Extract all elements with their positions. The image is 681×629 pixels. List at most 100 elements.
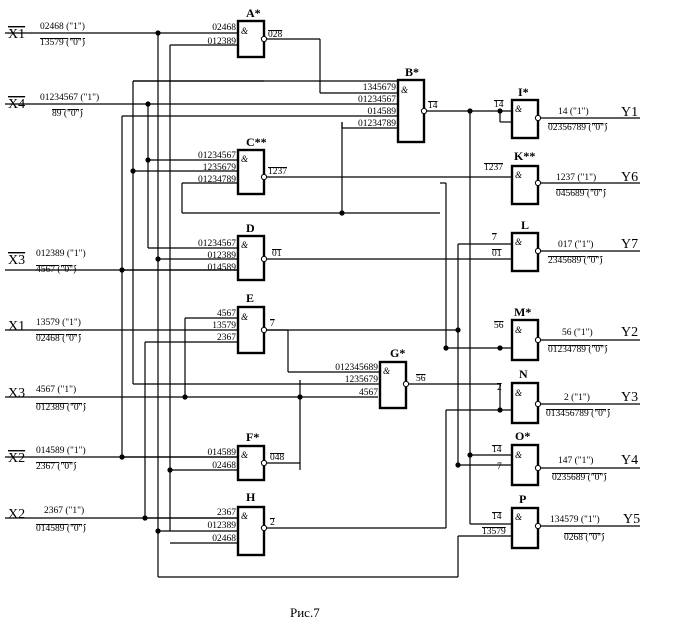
gate-i: & I* 14 bbox=[494, 85, 542, 140]
output-y6-bottom: 045689 ("0") bbox=[556, 188, 606, 199]
gate-f-in1: 014589 bbox=[208, 448, 237, 458]
gate-b-label: B* bbox=[405, 65, 419, 79]
gate-p: & P 14 13579 bbox=[482, 492, 542, 550]
gate-b-in4: 01234789 bbox=[358, 119, 396, 129]
gate-b-in1: 1345679 bbox=[363, 83, 397, 93]
wires bbox=[5, 32, 640, 578]
gate-d-symbol: & bbox=[241, 240, 248, 250]
gate-k-symbol: & bbox=[515, 170, 522, 180]
output-y1-top: 14 ("1") bbox=[558, 106, 589, 117]
gate-p-in1: 14 bbox=[492, 512, 502, 522]
gate-b: & B* 1345679 01234567 014589 01234789 14 bbox=[358, 65, 438, 144]
gate-e-out: 7 bbox=[270, 319, 275, 329]
output-y5-top: 134579 ("1") bbox=[550, 514, 600, 525]
gate-o-label: O* bbox=[515, 429, 530, 443]
gate-c-symbol: & bbox=[241, 154, 248, 164]
gate-g: & G* 012345689 1235679 4567 56 bbox=[335, 346, 426, 410]
gate-d-label: D bbox=[246, 221, 255, 235]
input-x2-top: 2367 ("1") bbox=[44, 505, 84, 516]
input-nx3-top: 012389 ("1") bbox=[36, 248, 86, 259]
input-nx2-top: 014589 ("1") bbox=[36, 445, 86, 456]
output-y5-name: Y5 bbox=[623, 512, 640, 527]
gate-d-in2: 012389 bbox=[208, 251, 237, 261]
gate-h-symbol: & bbox=[241, 511, 248, 521]
gate-h: & H 2367 012389 02468 2 bbox=[208, 490, 275, 557]
gate-c-label: C** bbox=[246, 135, 267, 149]
gate-i-symbol: & bbox=[515, 104, 522, 114]
gate-m-in1: 56 bbox=[494, 321, 504, 331]
input-nx2-bottom: 2367 ("0") bbox=[36, 461, 76, 472]
gate-o-symbol: & bbox=[515, 450, 522, 460]
input-nx1-name: X1 bbox=[8, 27, 25, 42]
gate-g-in3: 4567 bbox=[359, 388, 378, 398]
input-x3-top: 4567 ("1") bbox=[36, 384, 76, 395]
gate-n-label: N bbox=[519, 367, 528, 381]
gate-h-in2: 012389 bbox=[208, 521, 237, 531]
gate-b-out: 14 bbox=[428, 101, 438, 111]
gate-f-out: 048 bbox=[270, 453, 285, 463]
gate-o: & O* 14 7 bbox=[492, 429, 542, 487]
output-y1-name: Y1 bbox=[621, 105, 638, 120]
input-x3-name: X3 bbox=[8, 386, 25, 401]
gate-a: & A* 02468 012389 028 bbox=[208, 6, 283, 59]
gate-g-out: 56 bbox=[416, 374, 426, 384]
gate-e-in3: 2367 bbox=[217, 333, 236, 343]
gate-n-symbol: & bbox=[515, 388, 522, 398]
gate-l-symbol: & bbox=[515, 237, 522, 247]
input-nx4-name: X4 bbox=[8, 97, 25, 112]
gate-l-in2: 01 bbox=[492, 249, 502, 259]
gate-i-in1: 14 bbox=[494, 100, 504, 110]
gate-f-in2: 02468 bbox=[212, 461, 236, 471]
input-nx2-name: X2 bbox=[8, 451, 25, 466]
output-y4-bottom: 0235689 ("0") bbox=[552, 472, 606, 483]
input-nx4-top: 01234567 ("1") bbox=[40, 92, 99, 103]
gate-k-in1: 1237 bbox=[484, 163, 503, 173]
gate-d: & D 01234567 012389 014589 01 bbox=[198, 221, 282, 282]
gate-g-label: G* bbox=[390, 346, 405, 360]
gate-a-in2: 012389 bbox=[208, 37, 237, 47]
gate-d-out: 01 bbox=[272, 249, 282, 259]
gate-d-in3: 014589 bbox=[208, 263, 237, 273]
junction-dots bbox=[119, 30, 503, 534]
gate-c-out: 1237 bbox=[268, 167, 287, 177]
gate-a-symbol: & bbox=[241, 26, 248, 36]
output-y6-name: Y6 bbox=[621, 170, 638, 185]
gate-h-out: 2 bbox=[270, 518, 275, 528]
input-nx1-top: 02468 ("1") bbox=[40, 21, 85, 32]
input-x2-bottom: 014589 ("0") bbox=[36, 523, 86, 534]
input-nx4-bottom: 89 ("0") bbox=[52, 108, 83, 119]
gate-g-symbol: & bbox=[383, 366, 390, 376]
gate-a-label: A* bbox=[246, 6, 261, 20]
gate-g-in2: 1235679 bbox=[345, 375, 379, 385]
gate-f-symbol: & bbox=[241, 450, 248, 460]
output-y1-bottom: 02356789 ("0") bbox=[548, 122, 607, 133]
gate-n-in1: 2 bbox=[497, 383, 502, 393]
gate-e-symbol: & bbox=[241, 312, 248, 322]
output-y2-name: Y2 bbox=[621, 325, 638, 340]
gate-h-in1: 2367 bbox=[217, 508, 236, 518]
gate-p-in2: 13579 bbox=[482, 527, 506, 537]
gate-o-in1: 14 bbox=[492, 445, 502, 455]
input-x2-name: X2 bbox=[8, 507, 25, 522]
output-y4-top: 147 ("1") bbox=[558, 455, 593, 466]
gate-m-symbol: & bbox=[515, 325, 522, 335]
gate-k: & K** 1237 bbox=[484, 149, 542, 206]
output-y3-top: 2 ("1") bbox=[564, 392, 590, 403]
input-nx3-bottom: 4567 ("0") bbox=[36, 264, 76, 275]
input-x1-top: 13579 ("1") bbox=[36, 317, 81, 328]
gate-e-in1: 4567 bbox=[217, 309, 236, 319]
output-y5-bottom: 0268 ("0") bbox=[564, 532, 604, 543]
output-labels: 14 ("1") 02356789 ("0") Y1 1237 ("1") 04… bbox=[546, 105, 640, 543]
gate-e-label: E bbox=[246, 291, 254, 305]
gate-h-label: H bbox=[246, 490, 256, 504]
gate-n: & N 2 bbox=[497, 367, 542, 425]
input-x1-bottom: 02468 ("0") bbox=[36, 333, 81, 344]
gate-i-label: I* bbox=[518, 85, 529, 99]
gate-f: & F* 014589 02468 048 bbox=[208, 430, 285, 482]
gate-c-in2: 1235679 bbox=[203, 163, 237, 173]
output-y2-top: 56 ("1") bbox=[562, 327, 593, 338]
gate-l-in1: 7 bbox=[492, 233, 497, 243]
output-y7-bottom: 2345689 ("0") bbox=[548, 255, 602, 266]
input-x1-name: X1 bbox=[8, 319, 25, 334]
